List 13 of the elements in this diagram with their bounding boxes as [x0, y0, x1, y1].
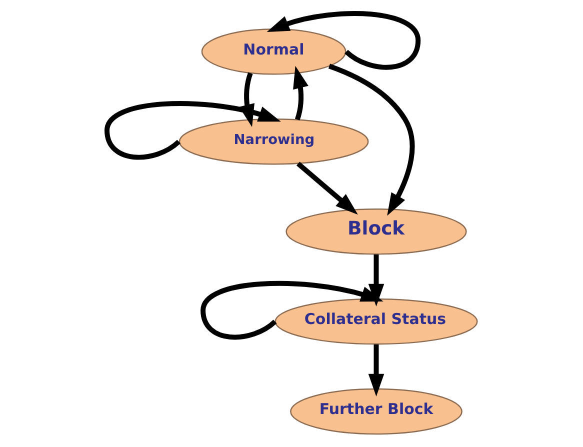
node-ellipse: Further Block [290, 388, 462, 435]
arrow [296, 162, 358, 215]
arrow [200, 280, 383, 340]
arrow [368, 344, 384, 396]
node-ellipse: Collateral Status [274, 298, 478, 345]
arrow [328, 64, 414, 216]
arrow [104, 100, 280, 160]
arrow [292, 66, 308, 120]
node-ellipse: Narrowing [178, 118, 368, 165]
node-ellipse: Normal [200, 28, 346, 75]
arrow [368, 254, 384, 306]
arrow [266, 11, 420, 70]
node-ellipse: Block [285, 208, 466, 255]
